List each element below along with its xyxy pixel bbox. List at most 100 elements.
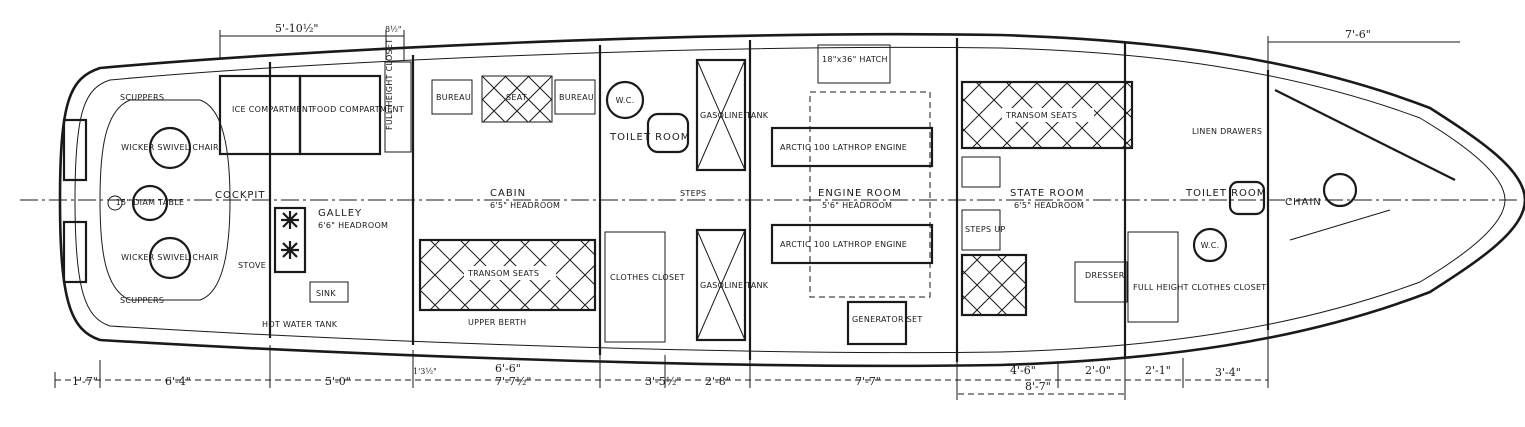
cockpit-locker-lower xyxy=(62,220,88,284)
basin-fwd-icon xyxy=(1228,180,1266,216)
ice-compartment-label: ICE COMPARTMENT xyxy=(232,105,313,114)
galley-label: GALLEY xyxy=(318,208,362,219)
bow-rail xyxy=(1274,89,1456,181)
state-seat-lower xyxy=(960,253,1028,317)
cabin-label: CABIN xyxy=(490,188,526,199)
dim-11: 8'-7" xyxy=(1025,380,1051,393)
clothes-closet-label: CLOTHES CLOSET xyxy=(610,273,685,282)
dimension-lines-bottom xyxy=(54,330,1269,400)
dim-2: 6'-4" xyxy=(165,375,191,388)
toilet-room-aft-label: TOILET ROOM xyxy=(609,132,690,143)
steps-fwd xyxy=(961,209,1001,251)
state-seat-lower-pattern xyxy=(961,254,1027,316)
dim-4: 1'3½" xyxy=(413,367,437,376)
fwd-full-height-closet-label: FULL HEIGHT CLOTHES CLOSET xyxy=(1133,283,1267,292)
state-room-label: STATE ROOM xyxy=(1010,188,1085,199)
gasoline-tank-top-label: GASOLINE TANK xyxy=(700,111,769,120)
basin-aft-icon xyxy=(646,112,690,154)
bureau-stbd-label: BUREAU xyxy=(559,93,594,102)
dim-14: 3'-4" xyxy=(1215,366,1241,379)
hull-outline xyxy=(58,32,1525,368)
hatch-outline xyxy=(817,44,891,84)
wc-fwd-label: W.C. xyxy=(1201,241,1220,250)
engine-room-headroom-label: 5'6" HEADROOM xyxy=(822,201,892,210)
clothes-closet xyxy=(604,231,666,343)
table-icon xyxy=(131,184,169,222)
sink-label: SINK xyxy=(316,289,336,298)
dim-3: 5'-0" xyxy=(325,375,351,388)
dim-7: 3'-5½" xyxy=(645,375,681,388)
transom-seats-aft-label-bg xyxy=(464,266,556,280)
galley-headroom-label: 6'6" HEADROOM xyxy=(318,221,388,230)
chair-lower-label: WICKER SWIVEL CHAIR xyxy=(121,253,219,262)
cabin-seat-upper-hatch-pattern xyxy=(481,75,553,123)
gasoline-tank-bottom xyxy=(695,228,747,342)
engine-bottom xyxy=(770,223,934,265)
sink-icon xyxy=(309,281,349,303)
fwd-full-height-closet xyxy=(1127,231,1179,323)
dim-13: 2'-1" xyxy=(1145,364,1171,377)
dim-6: 6'-6" xyxy=(495,362,521,375)
dim-bow: 7'-6" xyxy=(1345,28,1371,41)
scuppers-bottom-label: SCUPPERS xyxy=(120,296,164,305)
bureau-port-label: BUREAU xyxy=(436,93,471,102)
cockpit-coaming xyxy=(99,99,231,301)
stove-label: STOVE xyxy=(238,261,266,270)
state-bureau xyxy=(961,156,1001,188)
steps-fwd-label: STEPS UP xyxy=(965,225,1006,234)
gasoline-tank-bottom-label: GASOLINE TANK xyxy=(700,281,769,290)
seat-label: SEAT xyxy=(506,93,527,102)
table-label: 15" DIAM TABLE xyxy=(116,198,185,207)
bow-wc-icon xyxy=(1322,172,1358,208)
cabin-bureau-stbd xyxy=(554,79,596,115)
dim-galley-length: 5'-10½" xyxy=(275,22,318,35)
dim-5: 7'-7½" xyxy=(495,375,531,388)
generator-label: GENERATOR SET xyxy=(852,315,923,324)
dim-8: 2'-8" xyxy=(705,375,731,388)
steps-aft-label: STEPS xyxy=(680,189,706,198)
gasoline-tank-top-x xyxy=(696,59,746,171)
chair-upper-label: WICKER SWIVEL CHAIR xyxy=(121,143,219,152)
generator-set xyxy=(846,300,908,346)
linen-drawers-label: LINEN DRAWERS xyxy=(1192,127,1262,136)
transom-seats-aft-label: TRANSOM SEATS xyxy=(467,269,539,278)
engine-top xyxy=(770,126,934,168)
chain-label: CHAIN xyxy=(1285,197,1322,208)
dimension-lines-top xyxy=(219,30,1460,70)
dim-small-top: 8½" xyxy=(385,25,402,34)
state-room-headroom-label: 6'5" HEADROOM xyxy=(1014,201,1084,210)
engine-room-label: ENGINE ROOM xyxy=(818,188,902,199)
dim-1: 1'-7" xyxy=(72,375,98,388)
hatch-label: 18"x36" HATCH xyxy=(822,55,888,64)
ice-compartment xyxy=(218,74,302,156)
engine-bottom-label: ARCTIC 100 LATHROP ENGINE xyxy=(780,240,907,249)
hot-water-tank-label: HOT WATER TANK xyxy=(262,320,338,329)
hull-inner-outline xyxy=(74,46,1506,354)
engine-room-area xyxy=(809,91,931,298)
upper-berth-label: UPPER BERTH xyxy=(468,318,526,327)
cabin-headroom-label: 6'5" HEADROOM xyxy=(490,201,560,210)
cockpit-locker-upper xyxy=(62,118,88,182)
stove-burners-icon xyxy=(281,211,299,259)
wc-aft-label: W.C. xyxy=(616,96,635,105)
gasoline-tank-bottom-x xyxy=(696,229,746,341)
dresser xyxy=(1074,261,1128,303)
cockpit-hatch-icon xyxy=(107,195,123,211)
wc-fwd-icon xyxy=(1192,227,1228,263)
chair-upper-icon xyxy=(148,126,192,170)
food-compartment-label: FOOD COMPARTMENT xyxy=(312,105,404,114)
gasoline-tank-top xyxy=(695,58,747,172)
dresser-label: DRESSER xyxy=(1085,271,1125,280)
toilet-room-fwd-label: TOILET ROOM xyxy=(1185,188,1266,199)
food-compartment xyxy=(298,74,382,156)
dim-9: 7'-7" xyxy=(855,375,881,388)
wc-aft-icon xyxy=(605,80,645,120)
transom-seats-fwd-label: TRANSOM SEATS xyxy=(1005,111,1077,120)
transom-seats-aft xyxy=(418,238,597,312)
transom-seats-fwd xyxy=(960,80,1134,150)
dim-10: 4'-6" xyxy=(1010,364,1036,377)
stove-icon xyxy=(273,206,307,274)
transom-seats-fwd-label-bg xyxy=(1002,108,1094,122)
bow-pulpit-line xyxy=(1289,209,1391,241)
galley-closet xyxy=(384,61,412,153)
